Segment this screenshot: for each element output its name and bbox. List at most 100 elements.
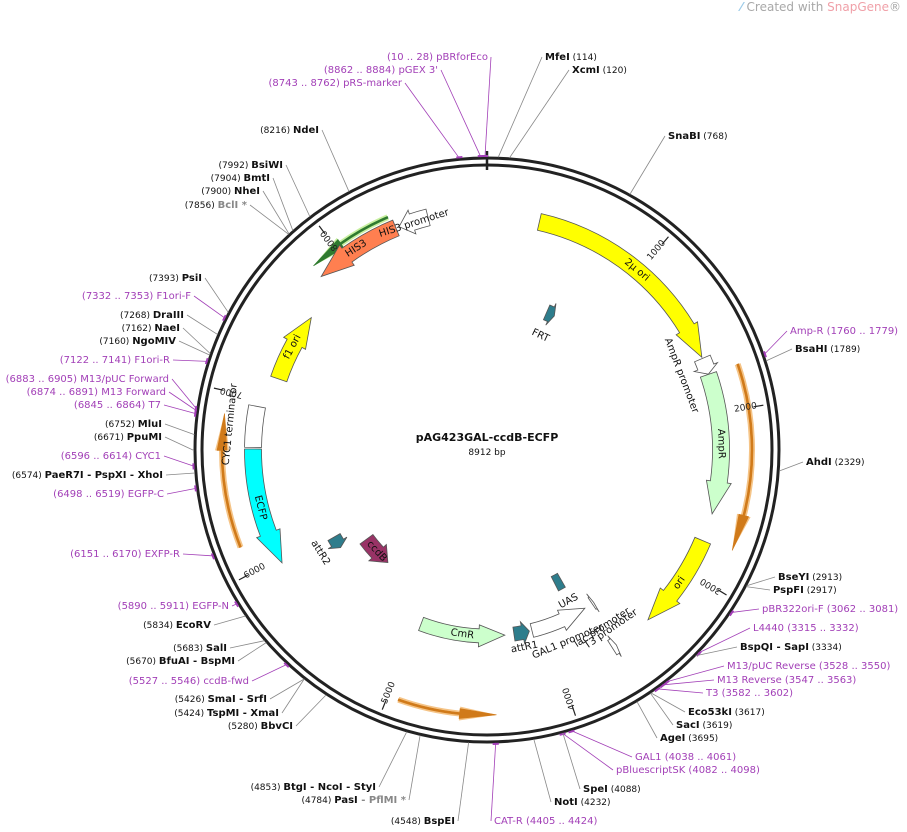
site-callout-11[interactable]: pBR322ori-F (3062 .. 3081) — [729, 604, 898, 617]
site-callout-31[interactable]: (5527 .. 5546) ccdB-fwd — [129, 662, 290, 687]
site-callout-25[interactable]: (4548) BspEI — [391, 742, 469, 827]
site-callout-7[interactable]: BsaHI (1789) — [765, 344, 860, 362]
site-callout-34[interactable]: (5834) EcoRV — [143, 615, 246, 631]
site-callout-26[interactable]: (4784) PasI - PflMI * — [301, 735, 421, 806]
feature-ampr[interactable]: AmpR — [699, 371, 732, 515]
site-callout-37[interactable]: (6498 .. 6519) EGFP-C — [53, 485, 197, 500]
site-callout-41[interactable]: (6752) MluI — [105, 419, 195, 436]
site-callout-21[interactable]: pBluescriptSK (4082 .. 4098) — [559, 732, 760, 776]
primer-label-44: (6883 .. 6905) M13/pUC Forward — [6, 374, 169, 385]
site-label-28: (5280) BbvCI — [228, 721, 293, 732]
feature-uas[interactable]: UAS — [550, 572, 580, 611]
site-callout-18[interactable]: SacI (3619) — [650, 692, 732, 731]
site-callout-9[interactable]: BseYI (2913) — [746, 572, 842, 587]
feature-frt[interactable]: FRT — [530, 303, 557, 345]
site-label-32: (5670) BfuAI - BspMI — [126, 656, 235, 667]
site-callout-20[interactable]: GAL1 (4038 .. 4061) — [568, 729, 737, 763]
site-callout-6[interactable]: Amp-R (1760 .. 1779) — [763, 326, 898, 358]
site-callout-33[interactable]: (5683) SalI — [173, 640, 265, 654]
callout-leader-5 — [629, 135, 666, 195]
site-callout-53[interactable]: (7904) BmtI — [211, 173, 294, 231]
site-callout-50[interactable]: (7393) PsiI — [149, 273, 229, 313]
site-callout-30[interactable]: (5426) SmaI - SrfI — [175, 678, 305, 705]
site-callout-22[interactable]: SpeI (4088) — [562, 732, 641, 795]
primer-mark-44 — [194, 405, 198, 413]
feature-shape-ampr — [699, 371, 732, 515]
site-callout-35[interactable]: (5890 .. 5911) EGFP-N — [118, 600, 240, 612]
site-callout-29[interactable]: (5424) TspMI - XmaI — [174, 678, 305, 719]
callout-leader-10 — [746, 586, 771, 591]
feature-label-attr2: attR2 — [308, 538, 332, 567]
site-callout-2[interactable]: (8743 .. 8762) pRS-marker — [268, 78, 463, 159]
feature-gal1-promoter[interactable]: GAL1 promoter — [529, 607, 606, 662]
feature-shape-frt — [542, 303, 557, 326]
site-callout-16[interactable]: T3 (3582 .. 3602) — [654, 687, 793, 699]
site-callout-32[interactable]: (5670) BfuAI - BspMI — [126, 642, 267, 667]
site-callout-27[interactable]: (4853) BtgI - NcoI - StyI — [251, 731, 408, 793]
site-callout-48[interactable]: (7268) DraIII — [120, 310, 218, 335]
site-callout-45[interactable]: (7122 .. 7141) F1ori-R — [60, 355, 209, 366]
site-callout-47[interactable]: (7162) NaeI — [122, 323, 211, 354]
feature-2-ori[interactable]: 2µ ori — [536, 213, 703, 359]
site-callout-4[interactable]: XcmI (120) — [509, 65, 627, 159]
feature-attr2[interactable]: attR2 — [308, 533, 348, 568]
primer-label-43: (6874 .. 6891) M13 Forward — [27, 387, 166, 398]
site-callout-17[interactable]: Eco53kI (3617) — [650, 692, 765, 718]
site-callout-46[interactable]: (7160) NgoMIV — [99, 336, 210, 356]
site-callout-1[interactable]: (8862 .. 8884) pGEX 3' — [324, 65, 484, 158]
site-callout-13[interactable]: BspQI - SapI (3334) — [695, 642, 842, 657]
callout-leader-33 — [229, 640, 265, 649]
site-callout-49[interactable]: (7332 .. 7353) F1ori-F — [82, 291, 227, 322]
site-label-19: AgeI (3695) — [660, 733, 718, 744]
site-label-7: BsaHI (1789) — [795, 344, 860, 355]
site-callout-52[interactable]: (7900) NheI — [201, 186, 290, 235]
feature-shape-t3-promoter — [586, 593, 600, 613]
site-callout-19[interactable]: AgeI (3695) — [636, 701, 718, 744]
site-label-25: (4548) BspEI — [391, 816, 455, 827]
site-callout-55[interactable]: (8216) NdeI — [260, 125, 350, 192]
primer-mark-21 — [559, 732, 566, 736]
feature-ccdb[interactable]: ccdB — [359, 533, 389, 564]
snapgene-watermark: ⁄Created with SnapGene® — [741, 0, 901, 14]
site-callout-3[interactable]: MfeI (114) — [497, 52, 597, 158]
callout-leader-8 — [779, 461, 804, 472]
feature-cmr[interactable]: CmR — [418, 616, 506, 648]
site-callout-54[interactable]: (7992) BsiWI — [218, 160, 311, 217]
site-callout-15[interactable]: M13 Reverse (3547 .. 3563) — [659, 675, 856, 689]
feature-shape-2-ori — [536, 213, 703, 359]
feature-f1-ori[interactable]: f1 ori — [270, 316, 312, 383]
site-callout-38[interactable]: (6574) PaeR7I - PspXI - XhoI — [12, 470, 195, 481]
site-callout-36[interactable]: (6151 .. 6170) EXFP-R — [70, 549, 215, 560]
site-callout-23[interactable]: NotI (4232) — [533, 739, 611, 808]
site-callout-51[interactable]: (7856) BclI * — [185, 200, 289, 235]
site-callout-42[interactable]: (6845 .. 6864) T7 — [74, 400, 197, 417]
site-callout-8[interactable]: AhdI (2329) — [779, 457, 865, 472]
site-label-50: (7393) PsiI — [149, 273, 202, 284]
site-callout-28[interactable]: (5280) BbvCI — [228, 694, 327, 732]
site-label-27: (4853) BtgI - NcoI - StyI — [251, 782, 376, 793]
watermark-prefix: Created with — [746, 0, 824, 14]
primer-label-14: M13/pUC Reverse (3528 .. 3550) — [727, 661, 890, 672]
site-callout-40[interactable]: (6671) PpuMI — [94, 432, 195, 451]
site-callout-24[interactable]: CAT-R (4405 .. 4424) — [490, 742, 597, 827]
watermark-mark: ® — [889, 0, 901, 14]
site-callout-10[interactable]: PspFI (2917) — [746, 585, 837, 596]
feature-his3[interactable]: HIS3 — [320, 219, 400, 278]
feature-attr1[interactable]: attR1 — [510, 620, 539, 656]
primer-label-11: pBR322ori-F (3062 .. 3081) — [762, 604, 898, 615]
callout-leader-26 — [408, 735, 421, 801]
callout-leader-44 — [171, 378, 198, 410]
site-callout-5[interactable]: SnaBI (768) — [629, 131, 728, 195]
feature-ori[interactable]: ori — [647, 536, 712, 621]
tick-mark-8000 — [318, 225, 326, 235]
feature-shape-attr2 — [327, 533, 348, 550]
callout-leader-29 — [281, 678, 305, 714]
tick-mark-5000 — [381, 700, 387, 710]
site-label-17: Eco53kI (3617) — [688, 707, 765, 718]
site-callout-44[interactable]: (6883 .. 6905) M13/pUC Forward — [6, 374, 198, 413]
site-label-40: (6671) PpuMI — [94, 432, 162, 443]
site-label-3: MfeI (114) — [545, 52, 597, 63]
site-callout-39[interactable]: (6596 .. 6614) CYC1 — [61, 451, 195, 470]
feature-ecfp[interactable]: ECFP — [244, 448, 283, 564]
